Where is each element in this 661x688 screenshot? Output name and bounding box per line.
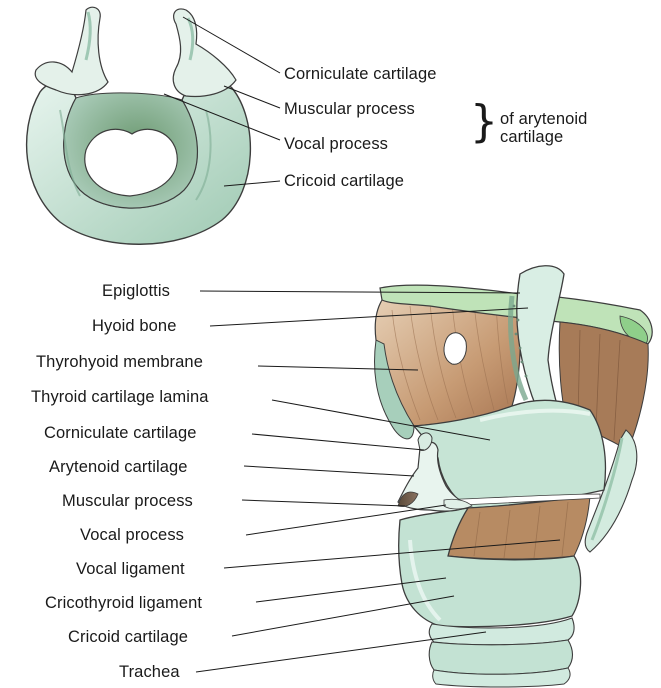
larynx-lateral-view (375, 266, 653, 687)
label-of-arytenoid: of arytenoid (500, 110, 587, 128)
label-vocal-ligament: Vocal ligament (76, 560, 185, 578)
arytenoid-brace: } (470, 100, 498, 144)
cricoid-top-view (27, 7, 251, 244)
label-muscular-process-top: Muscular process (284, 100, 415, 118)
label-thyroid-cartilage-lamina: Thyroid cartilage lamina (31, 388, 209, 406)
label-cricothyroid-ligament: Cricothyroid ligament (45, 594, 202, 612)
label-epiglottis: Epiglottis (102, 282, 170, 300)
label-arytenoid-cartilage-word: cartilage (500, 128, 563, 146)
label-muscular-process-bottom: Muscular process (62, 492, 193, 510)
label-corniculate-cartilage-top: Corniculate cartilage (284, 65, 437, 83)
label-hyoid-bone: Hyoid bone (92, 317, 176, 335)
label-cricoid-cartilage-bottom: Cricoid cartilage (68, 628, 188, 646)
label-arytenoid-cartilage: Arytenoid cartilage (49, 458, 188, 476)
label-cricoid-cartilage-top: Cricoid cartilage (284, 172, 404, 190)
label-vocal-process-top: Vocal process (284, 135, 388, 153)
label-corniculate-cartilage-bottom: Corniculate cartilage (44, 424, 197, 442)
label-thyrohyoid-membrane: Thyrohyoid membrane (36, 353, 203, 371)
label-vocal-process-bottom: Vocal process (80, 526, 184, 544)
label-trachea: Trachea (119, 663, 180, 681)
